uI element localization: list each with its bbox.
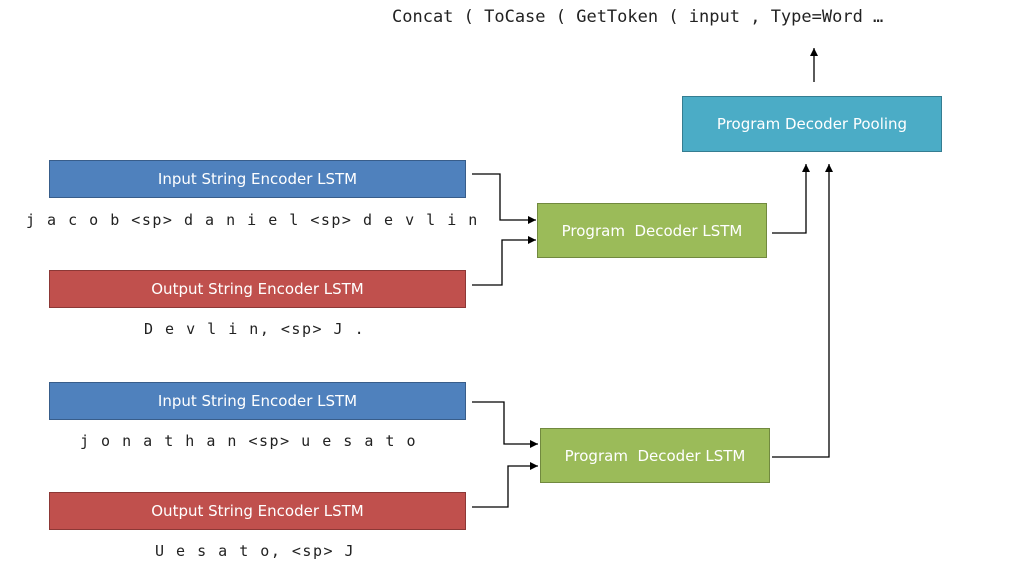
output-string-encoder-box-1: Output String Encoder LSTM xyxy=(49,270,466,308)
arrow-input2-to-decoder2 xyxy=(472,401,538,448)
output-string-2: U e s a t o, <sp> J xyxy=(155,542,356,560)
input-string-encoder-box-1: Input String Encoder LSTM xyxy=(49,160,466,198)
arrow-input1-to-decoder1 xyxy=(472,173,536,224)
program-output-text: Concat ( ToCase ( GetToken ( input , Typ… xyxy=(392,7,884,27)
output-string-encoder-box-2: Output String Encoder LSTM xyxy=(49,492,466,530)
program-decoder-pooling-box: Program Decoder Pooling xyxy=(682,96,942,152)
arrow-decoder2-to-pooling xyxy=(772,164,833,458)
input-string-1: j a c o b <sp> d a n i e l <sp> d e v l … xyxy=(26,211,479,229)
program-decoder-lstm-box-2: Program Decoder LSTM xyxy=(540,428,770,483)
input-string-2: j o n a t h a n <sp> u e s a t o xyxy=(80,432,417,450)
program-decoder-lstm-box-1: Program Decoder LSTM xyxy=(537,203,767,258)
output-string-1: D e v l i n, <sp> J . xyxy=(144,320,366,338)
arrow-decoder1-to-pooling xyxy=(772,164,810,234)
arrow-output1-to-decoder1 xyxy=(472,236,536,286)
arrow-output2-to-decoder2 xyxy=(472,462,538,508)
input-string-encoder-box-2: Input String Encoder LSTM xyxy=(49,382,466,420)
